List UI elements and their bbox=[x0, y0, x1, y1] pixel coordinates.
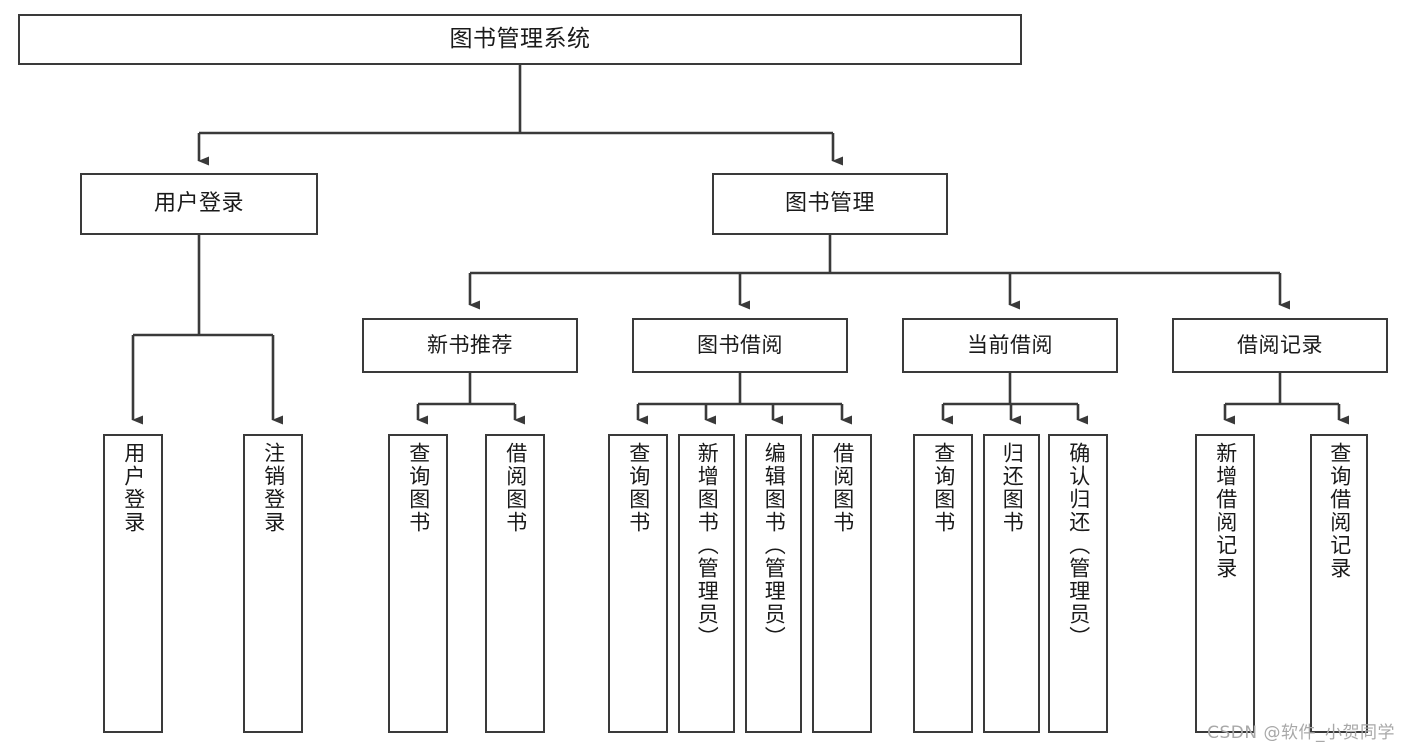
leaf-book-borrow-add-book-admin[interactable]: 新增图书（管理员） bbox=[678, 434, 735, 733]
node-label: 新书推荐 bbox=[427, 333, 513, 358]
leaf-new-book-borrow-book[interactable]: 借阅图书 bbox=[485, 434, 545, 733]
node-book-borrow[interactable]: 图书借阅 bbox=[632, 318, 848, 373]
node-label: 图书管理系统 bbox=[449, 26, 591, 53]
leaf-current-borrow-return-book[interactable]: 归还图书 bbox=[983, 434, 1040, 733]
node-label: 图书借阅 bbox=[697, 333, 783, 358]
node-label: 用户登录 bbox=[153, 191, 244, 217]
node-label: 编辑图书（管理员） bbox=[762, 442, 787, 649]
node-label: 查询图书 bbox=[931, 442, 956, 534]
node-user-login[interactable]: 用户登录 bbox=[80, 173, 318, 235]
node-borrow-record[interactable]: 借阅记录 bbox=[1172, 318, 1388, 373]
node-root-book-management-system[interactable]: 图书管理系统 bbox=[18, 14, 1022, 65]
node-label: 借阅图书 bbox=[830, 442, 855, 534]
leaf-borrow-record-add-record[interactable]: 新增借阅记录 bbox=[1195, 434, 1255, 733]
node-new-book-recommend[interactable]: 新书推荐 bbox=[362, 318, 578, 373]
node-label: 归还图书 bbox=[1000, 442, 1025, 534]
leaf-borrow-record-query-record[interactable]: 查询借阅记录 bbox=[1310, 434, 1368, 733]
node-label: 借阅图书 bbox=[503, 442, 528, 534]
node-book-management[interactable]: 图书管理 bbox=[712, 173, 948, 235]
node-label: 当前借阅 bbox=[967, 333, 1053, 358]
node-label: 查询图书 bbox=[626, 442, 651, 534]
node-label: 查询图书 bbox=[406, 442, 431, 534]
leaf-user-login-login[interactable]: 用户登录 bbox=[103, 434, 163, 733]
leaf-current-borrow-confirm-return-admin[interactable]: 确认归还（管理员） bbox=[1048, 434, 1108, 733]
node-label: 注销登录 bbox=[261, 442, 286, 534]
node-label: 用户登录 bbox=[121, 442, 146, 534]
leaf-current-borrow-query-book[interactable]: 查询图书 bbox=[913, 434, 973, 733]
leaf-book-borrow-query-book[interactable]: 查询图书 bbox=[608, 434, 668, 733]
leaf-book-borrow-borrow-book[interactable]: 借阅图书 bbox=[812, 434, 872, 733]
watermark: CSDN @软件_小贺同学 bbox=[1207, 723, 1395, 743]
leaf-user-login-logout[interactable]: 注销登录 bbox=[243, 434, 303, 733]
node-label: 借阅记录 bbox=[1237, 333, 1323, 358]
node-label: 图书管理 bbox=[784, 191, 875, 217]
node-label: 查询借阅记录 bbox=[1327, 442, 1352, 580]
leaf-new-book-query-book[interactable]: 查询图书 bbox=[388, 434, 448, 733]
node-label: 确认归还（管理员） bbox=[1066, 442, 1091, 649]
node-label: 新增图书（管理员） bbox=[695, 442, 720, 649]
node-label: 新增借阅记录 bbox=[1213, 442, 1238, 580]
leaf-book-borrow-edit-book-admin[interactable]: 编辑图书（管理员） bbox=[745, 434, 802, 733]
node-current-borrow[interactable]: 当前借阅 bbox=[902, 318, 1118, 373]
